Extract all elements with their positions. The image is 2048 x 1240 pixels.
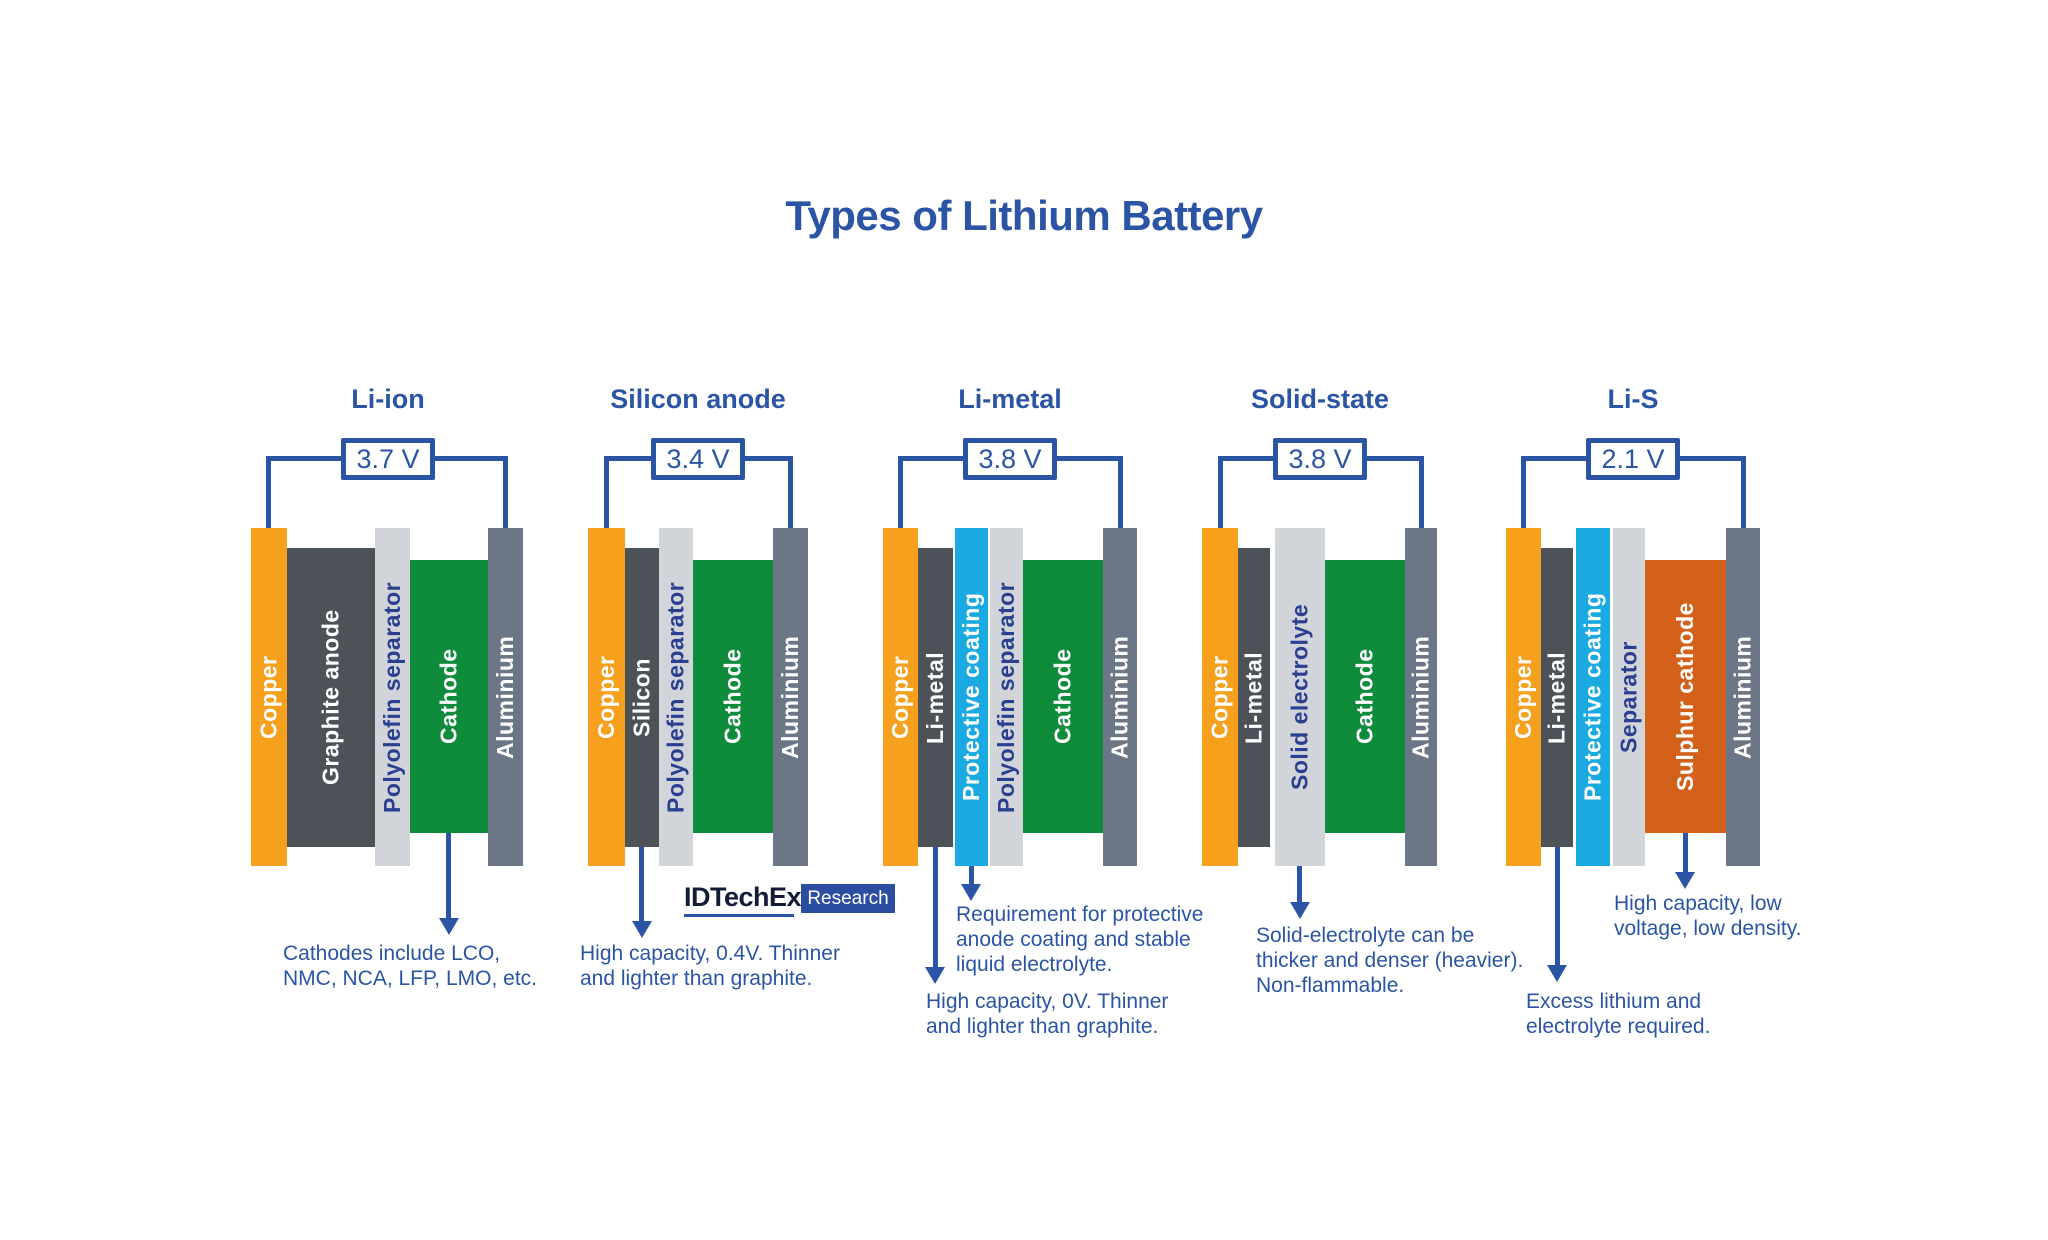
annotation-arrow-head: [1675, 872, 1695, 889]
layer-separator: Polyolefin separator: [375, 528, 410, 866]
logo-research-badge: Research: [801, 884, 895, 913]
annotation-arrow: [933, 847, 938, 969]
annotation-arrow: [1683, 833, 1688, 874]
note-protective-coating: Requirement for protective anode coating…: [956, 903, 1204, 976]
circuit-wire: [788, 456, 793, 528]
annotation-arrow-head: [1547, 965, 1567, 982]
voltage-box: 3.8 V: [1273, 438, 1367, 480]
battery-name: Li-S: [1607, 384, 1659, 414]
circuit-wire: [1218, 456, 1275, 461]
layer-sulphur-cathode: Sulphur cathode: [1645, 560, 1726, 833]
layer-cathode: Cathode: [1325, 560, 1405, 833]
annotation-arrow: [639, 847, 644, 923]
circuit-wire: [604, 456, 653, 461]
circuit-wire: [1419, 456, 1424, 528]
circuit-wire: [503, 456, 508, 528]
logo-underline: [684, 914, 794, 917]
circuit-wire: [898, 456, 903, 528]
layer-cathode: Cathode: [410, 560, 488, 833]
layer-silicon: Silicon: [625, 548, 659, 847]
circuit-wire: [1218, 456, 1223, 528]
layer-separator: Separator: [1613, 528, 1645, 866]
annotation-arrow: [446, 833, 451, 920]
layer-copper: Copper: [588, 528, 625, 866]
layer-aluminium: Aluminium: [1405, 528, 1437, 866]
note-sulphur-cathode: High capacity, low voltage, low density.: [1614, 892, 1802, 940]
layer-copper: Copper: [1506, 528, 1541, 866]
note-excess-lithium: Excess lithium and electrolyte required.: [1526, 990, 1711, 1038]
layer-li-metal: Li-metal: [918, 548, 953, 847]
voltage-box: 3.8 V: [963, 438, 1057, 480]
circuit-wire: [1521, 456, 1526, 528]
layer-copper: Copper: [251, 528, 287, 866]
annotation-arrow-head: [925, 967, 945, 984]
layer-copper: Copper: [883, 528, 918, 866]
note-solid-electrolyte: Solid-electrolyte can be thicker and den…: [1256, 924, 1524, 997]
note-li-metal: High capacity, 0V. Thinner and lighter t…: [926, 990, 1169, 1038]
layer-aluminium: Aluminium: [1103, 528, 1137, 866]
layer-separator: Polyolefin separator: [990, 528, 1023, 866]
battery-name: Solid-state: [1250, 384, 1390, 414]
circuit-wire: [743, 456, 793, 461]
circuit-wire: [433, 456, 508, 461]
layer-aluminium: Aluminium: [1726, 528, 1760, 866]
battery-name: Silicon anode: [610, 384, 786, 414]
logo-brand-text: IDTechEx: [684, 882, 802, 912]
voltage-box: 3.4 V: [651, 438, 745, 480]
annotation-arrow: [1555, 847, 1560, 967]
layer-graphite-anode: Graphite anode: [287, 548, 375, 847]
layer-li-metal: Li-metal: [1541, 548, 1573, 847]
circuit-wire: [266, 456, 343, 461]
circuit-wire: [1118, 456, 1123, 528]
circuit-wire: [1678, 456, 1746, 461]
annotation-arrow-head: [632, 921, 652, 938]
layer-aluminium: Aluminium: [773, 528, 808, 866]
layer-li-metal: Li-metal: [1238, 548, 1270, 847]
note-cathodes: Cathodes include LCO, NMC, NCA, LFP, LMO…: [283, 942, 537, 990]
circuit-wire: [266, 456, 271, 528]
layer-protective-coating: Protective coating: [1576, 528, 1610, 866]
annotation-arrow: [1297, 866, 1302, 904]
annotation-arrow-head: [961, 884, 981, 901]
circuit-wire: [1521, 456, 1588, 461]
note-silicon: High capacity, 0.4V. Thinner and lighter…: [580, 942, 840, 990]
circuit-wire: [1741, 456, 1746, 528]
layer-cathode: Cathode: [1023, 560, 1103, 833]
layer-copper: Copper: [1202, 528, 1238, 866]
layer-separator: Polyolefin separator: [659, 528, 693, 866]
voltage-box: 2.1 V: [1586, 438, 1680, 480]
annotation-arrow-head: [1290, 902, 1310, 919]
annotation-arrow: [969, 866, 974, 886]
circuit-wire: [1055, 456, 1123, 461]
circuit-wire: [604, 456, 609, 528]
battery-name: Li-ion: [351, 384, 425, 414]
page-title: Types of Lithium Battery: [785, 192, 1263, 239]
layer-aluminium: Aluminium: [488, 528, 523, 866]
battery-name: Li-metal: [958, 384, 1062, 414]
voltage-box: 3.7 V: [341, 438, 435, 480]
circuit-wire: [898, 456, 965, 461]
layer-solid-electrolyte: Solid electrolyte: [1275, 528, 1325, 866]
annotation-arrow-head: [439, 918, 459, 935]
layer-protective-coating: Protective coating: [955, 528, 988, 866]
circuit-wire: [1365, 456, 1424, 461]
layer-cathode: Cathode: [693, 560, 773, 833]
